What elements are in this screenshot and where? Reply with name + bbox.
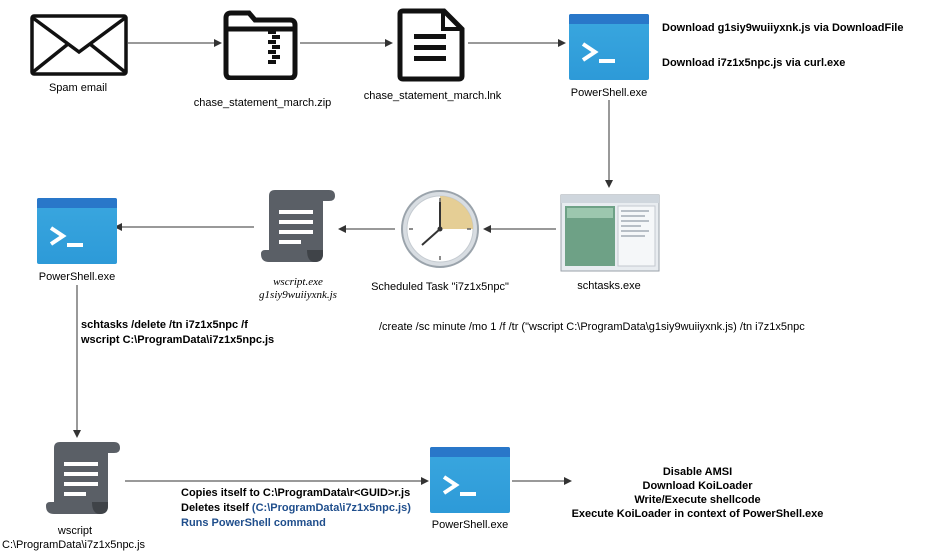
powershell-2-label: PowerShell.exe: [38, 271, 116, 283]
powershell-icon: [430, 447, 510, 513]
wscript-exe-label-1: wscript.exe: [273, 276, 323, 288]
final-action-1: Disable AMSI: [662, 466, 733, 478]
document-icon: [397, 8, 465, 82]
scheduled-task-label: Scheduled Task "i7z1x5npc": [371, 281, 509, 293]
wscript-exe-label-2: g1siy9wuiiyxnk.js: [259, 289, 337, 301]
copy-action-3: Runs PowerShell command: [181, 517, 326, 529]
scroll-icon: [261, 190, 335, 262]
powershell-icon: [569, 14, 649, 80]
clock-icon: [401, 190, 479, 268]
download-annotation-1: Download g1siy9wuiiyxnk.js via DownloadF…: [662, 22, 904, 34]
wscript-js-label-1: wscript: [57, 525, 93, 537]
copy-action-2: Deletes itself (C:\ProgramData\i7z1x5npc…: [181, 502, 411, 515]
final-action-4: Execute KoiLoader in context of PowerShe…: [571, 508, 824, 520]
lnk-label: chase_statement_march.lnk: [363, 90, 502, 102]
zip-folder-icon: [223, 10, 298, 80]
ps2-command-1: schtasks /delete /tn i7z1x5npc /f: [81, 319, 248, 331]
powershell-3-label: PowerShell.exe: [431, 519, 509, 531]
zip-label: chase_statement_march.zip: [193, 97, 332, 109]
final-action-3: Write/Execute shellcode: [634, 494, 761, 506]
powershell-1-label: PowerShell.exe: [570, 87, 648, 99]
window-app-icon: [560, 194, 660, 272]
schtasks-create-command: /create /sc minute /mo 1 /f /tr ("wscrip…: [379, 321, 805, 333]
download-annotation-2: Download i7z1x5npc.js via curl.exe: [662, 57, 846, 69]
final-action-2: Download KoiLoader: [642, 480, 753, 492]
schtasks-label: schtasks.exe: [577, 280, 641, 292]
copy-action-2-text: Deletes itself (C:\ProgramData\i7z1x5npc…: [181, 502, 411, 514]
mail-icon: [30, 14, 128, 76]
spam-email-label: Spam email: [48, 82, 108, 94]
wscript-js-label-2: C:\ProgramData\i7z1x5npc.js: [2, 539, 146, 551]
powershell-icon: [37, 198, 117, 264]
ps2-command-2: wscript C:\ProgramData\i7z1x5npc.js: [81, 334, 275, 346]
scroll-icon: [46, 442, 120, 514]
copy-action-1: Copies itself to C:\ProgramData\r<GUID>r…: [181, 487, 411, 499]
